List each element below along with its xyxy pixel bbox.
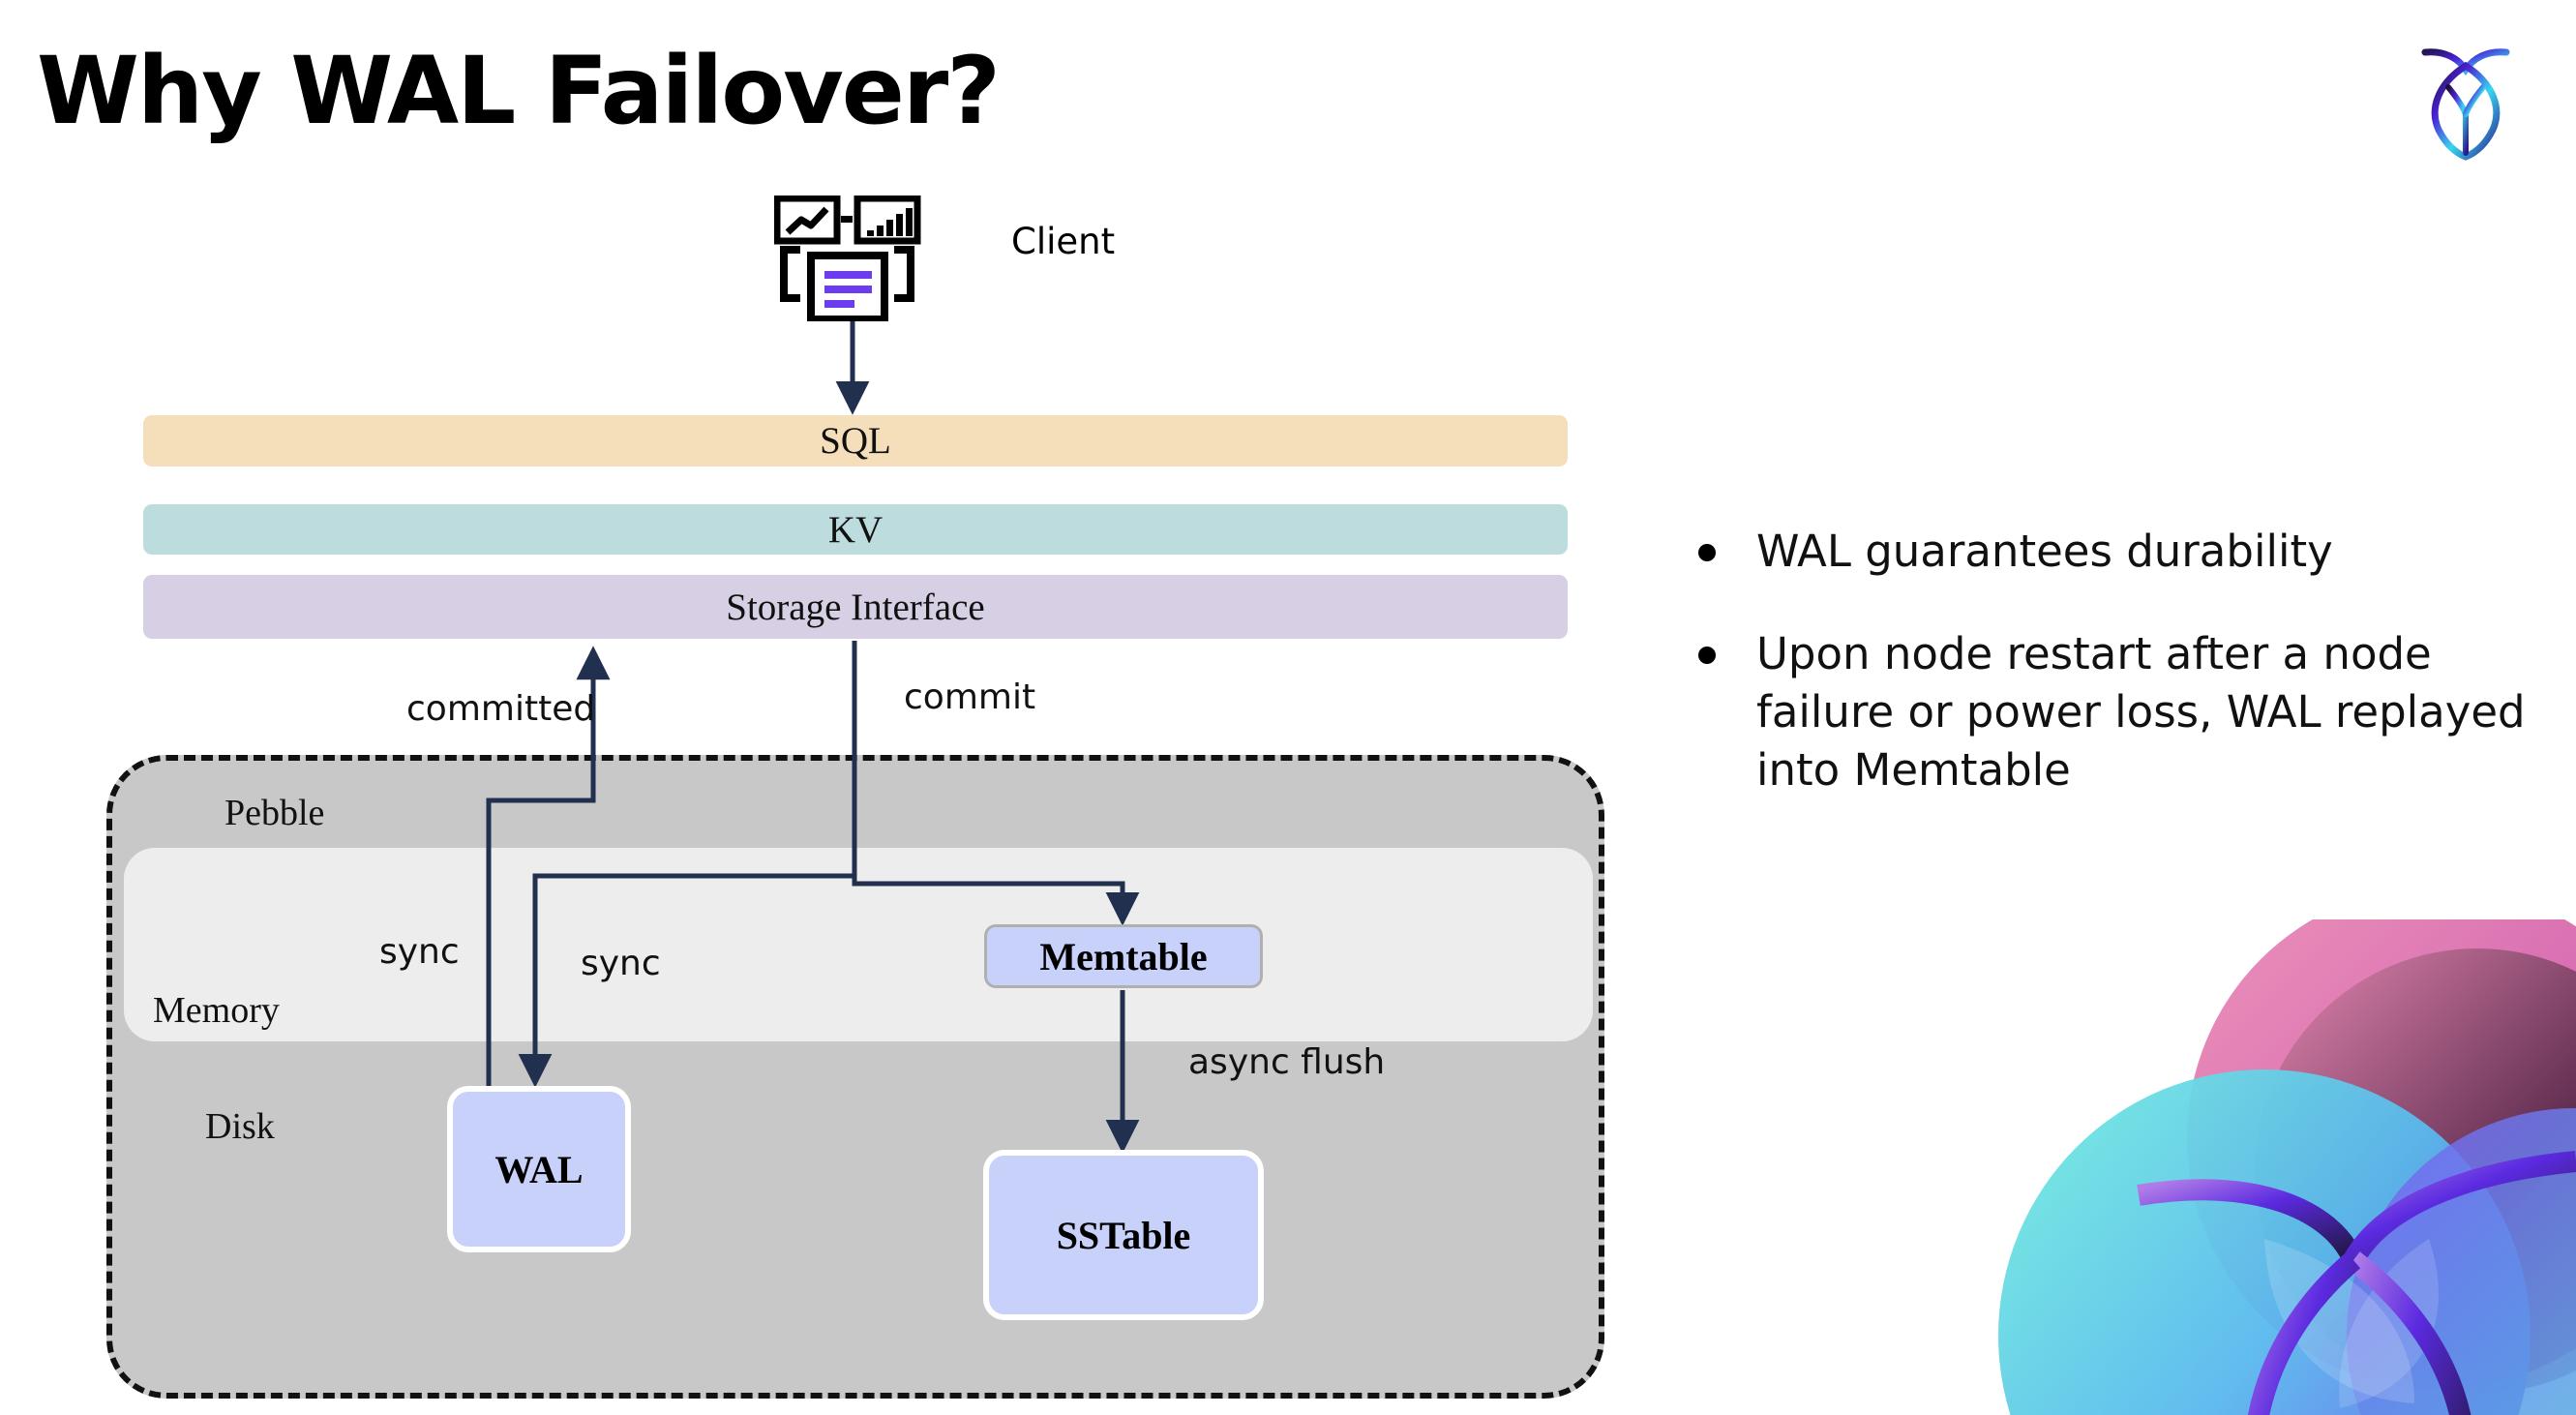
bullet-list: WAL guarantees durability Upon node rest… — [1698, 523, 2531, 843]
bullet-text: Upon node restart after a node failure o… — [1756, 627, 2526, 796]
list-item: Upon node restart after a node failure o… — [1698, 625, 2531, 799]
layer-bar-storage: Storage Interface — [143, 575, 1568, 639]
cockroach-logo-icon — [2411, 37, 2520, 163]
decorative-circles-graphic — [1974, 919, 2576, 1415]
bullet-dot-icon — [1698, 646, 1716, 664]
layer-label-storage: Storage Interface — [726, 586, 985, 628]
bullet-dot-icon — [1698, 544, 1716, 561]
list-item: WAL guarantees durability — [1698, 523, 2531, 581]
memory-region — [124, 848, 1593, 1041]
edge-label-async-flush: async flush — [1188, 1042, 1386, 1082]
page-title: Why WAL Failover? — [37, 37, 1001, 145]
client-label: Client — [1011, 221, 1116, 262]
architecture-diagram: Client SQL KV Storage Interface Pebble M… — [106, 195, 1604, 1399]
edge-label-sync-right: sync — [581, 944, 661, 983]
pebble-label: Pebble — [225, 793, 325, 833]
client-dashboard-icon — [773, 195, 929, 323]
edge-label-committed: committed — [406, 689, 596, 729]
memory-label: Memory — [153, 990, 280, 1031]
layer-label-sql: SQL — [820, 420, 891, 462]
bullet-text: WAL guarantees durability — [1756, 526, 2333, 577]
disk-label: Disk — [205, 1106, 275, 1147]
node-label-sstable: SSTable — [1056, 1213, 1191, 1257]
layer-bar-sql: SQL — [143, 415, 1568, 467]
node-wal: WAL — [447, 1086, 631, 1252]
node-label-wal: WAL — [494, 1147, 584, 1191]
node-label-memtable: Memtable — [1039, 934, 1208, 978]
layer-bar-kv: KV — [143, 504, 1568, 555]
layer-label-kv: KV — [827, 508, 884, 551]
node-memtable: Memtable — [984, 924, 1263, 988]
node-sstable: SSTable — [983, 1150, 1264, 1320]
edge-label-sync-left: sync — [379, 932, 460, 972]
edge-label-commit: commit — [904, 677, 1036, 717]
